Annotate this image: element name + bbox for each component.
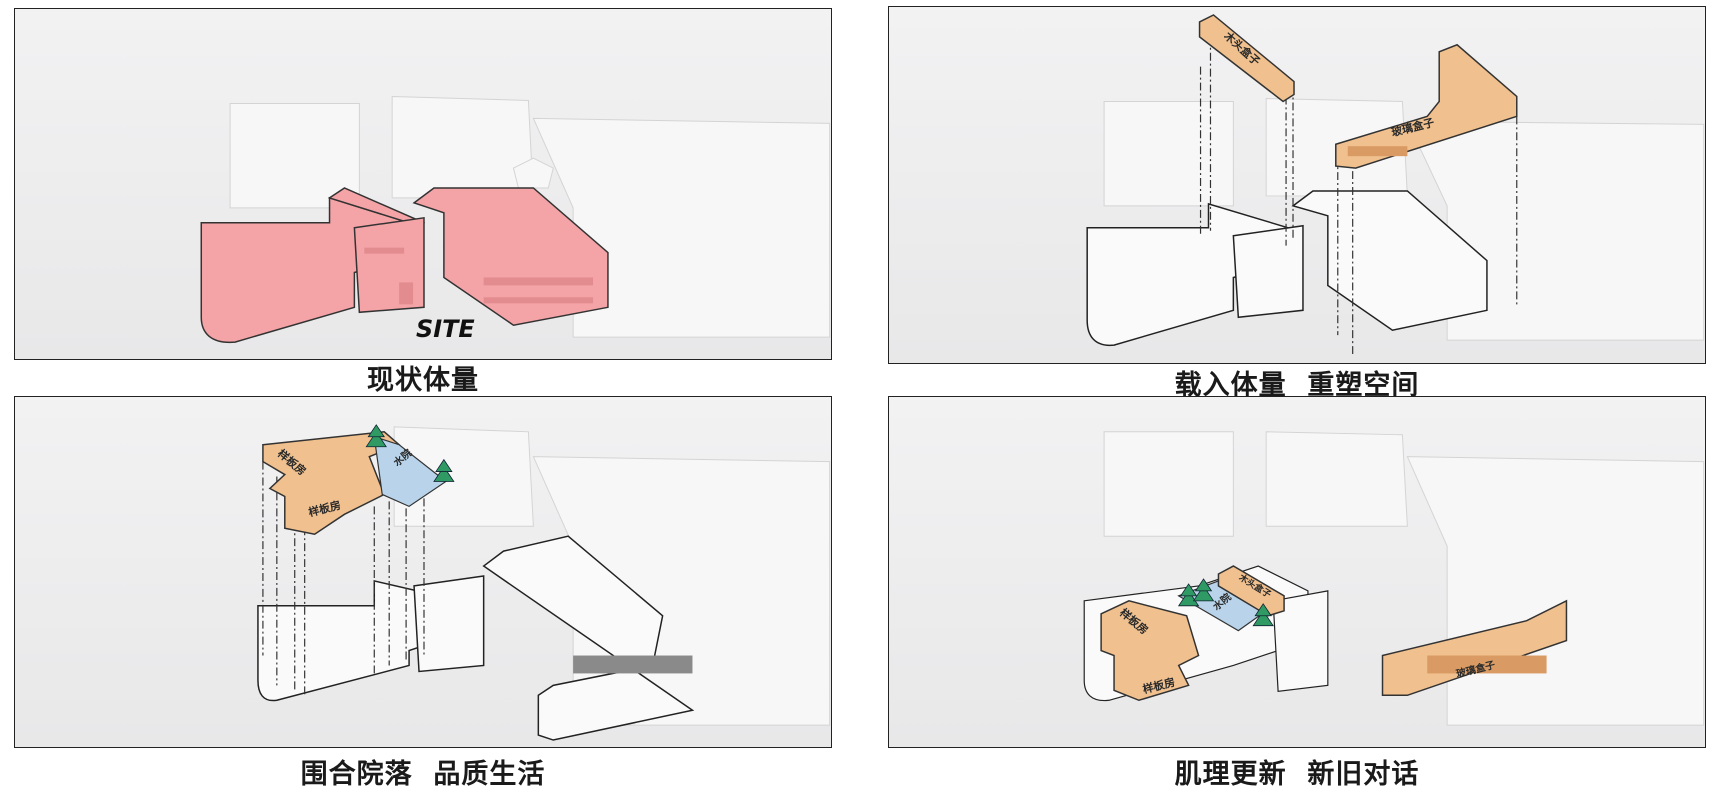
model-room-volume bbox=[1100, 600, 1200, 702]
existing-site-outline bbox=[1086, 190, 1488, 346]
insert-volume-diagram: 木头盒子 玻璃盒子 bbox=[1086, 14, 1705, 356]
caption-existing-volume: 现状体量 bbox=[367, 365, 479, 396]
existing-site-outline bbox=[257, 535, 695, 741]
texture-renewal-diagram: 样板房 样板房 水院 木头盒子 玻璃盒子 bbox=[1083, 431, 1705, 726]
caption-insert-volume: 载入体量 重塑空间 bbox=[1174, 370, 1420, 401]
caption-courtyard: 围合院落 品质生活 bbox=[300, 759, 546, 790]
water-court bbox=[373, 435, 447, 508]
wood-box-volume bbox=[1217, 565, 1285, 617]
panel-courtyard: 样板房 样板房 水院 bbox=[14, 396, 832, 748]
existing-site-volume bbox=[200, 187, 609, 343]
tree-icons bbox=[365, 424, 455, 482]
caption-texture-renewal: 肌理更新 新旧对话 bbox=[1174, 759, 1420, 790]
courtyard-diagram: 样板房 样板房 水院 bbox=[257, 424, 831, 741]
glass-box-volume bbox=[1335, 43, 1518, 169]
wood-box-volume bbox=[1198, 14, 1295, 103]
site-label: SITE bbox=[416, 315, 475, 343]
panel-insert-volume: 木头盒子 玻璃盒子 bbox=[888, 6, 1706, 364]
panel-texture-renewal: 样板房 样板房 水院 木头盒子 玻璃盒子 bbox=[888, 396, 1706, 748]
panel-existing-volume: SITE bbox=[14, 8, 832, 360]
tree-icons bbox=[1177, 578, 1274, 627]
existing-volume-diagram: SITE bbox=[200, 95, 831, 343]
